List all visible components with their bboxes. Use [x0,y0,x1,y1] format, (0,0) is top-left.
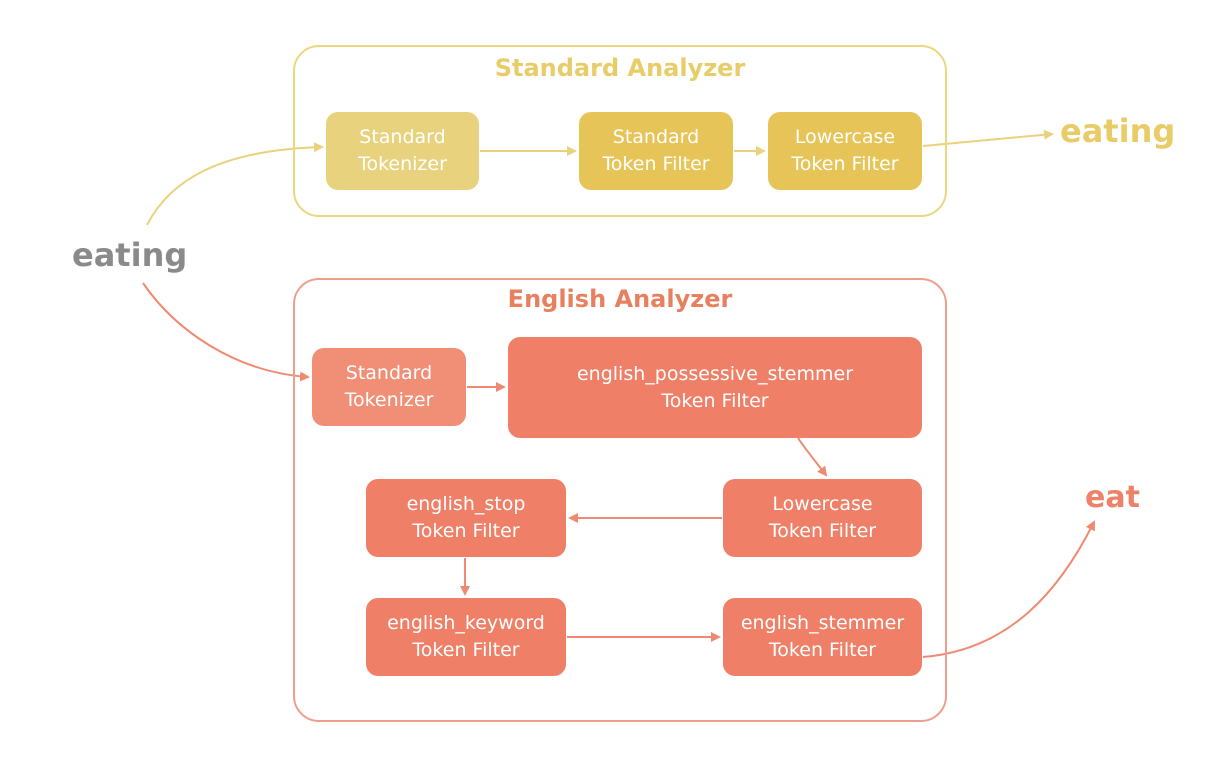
node-label-line2: Token Filter [602,153,710,175]
standard-output-token: eating [1060,112,1176,150]
english-standard-tokenizer-node: Standard Tokenizer [312,348,466,426]
node-label-line1: Lowercase [772,493,873,515]
node-label-line1: Lowercase [794,126,896,148]
arrow-stemmer-to-output [922,520,1095,658]
standard-tokenizer-node: Standard Tokenizer [326,112,479,190]
node-label-line2: Token Filter [661,389,769,412]
node-label-line1: english_possessive_stemmer [576,362,854,385]
standard-analyzer-title: Standard Analyzer [494,54,746,82]
node-label-line1: english_stop [406,493,526,515]
english-analyzer-group [293,278,947,722]
node-label-line1: Standard [612,126,700,148]
input-token: eating [72,236,188,274]
node-label-line2: Token Filter [791,153,899,175]
node-label-line2: Token Filter [768,520,877,542]
arrow-lowercase-to-output [922,129,1054,147]
english-stemmer-filter-node: english_stemmer Token Filter [723,598,922,676]
english-output-token: eat [1085,480,1140,515]
english-keyword-filter-node: english_keyword Token Filter [366,598,566,676]
english-analyzer-title: English Analyzer [507,285,733,313]
arrow-input-to-standard-tokenizer [146,142,324,226]
node-label-line2: Tokenizer [358,153,447,175]
arrow-input-to-english-tokenizer [142,282,310,382]
lowercase-token-filter-node: Lowercase Token Filter [768,112,922,190]
standard-token-filter-node: Standard Token Filter [579,112,733,190]
english-lowercase-filter-node: Lowercase Token Filter [723,479,922,557]
node-label-line2: Tokenizer [344,389,434,411]
node-label-line1: Standard [359,126,446,148]
node-label-line1: english_stemmer [740,612,905,634]
node-label-line2: Token Filter [768,639,877,661]
node-label-line2: Token Filter [412,639,520,661]
node-label-line1: Standard [345,362,433,384]
standard-analyzer-group [293,45,947,217]
node-label-line1: english_keyword [387,612,545,634]
english-stop-filter-node: english_stop Token Filter [366,479,566,557]
node-label-line2: Token Filter [412,520,520,542]
arrow-possessive-to-lowercase [797,437,828,477]
possessive-stemmer-node: english_possessive_stemmer Token Filter [508,337,922,438]
